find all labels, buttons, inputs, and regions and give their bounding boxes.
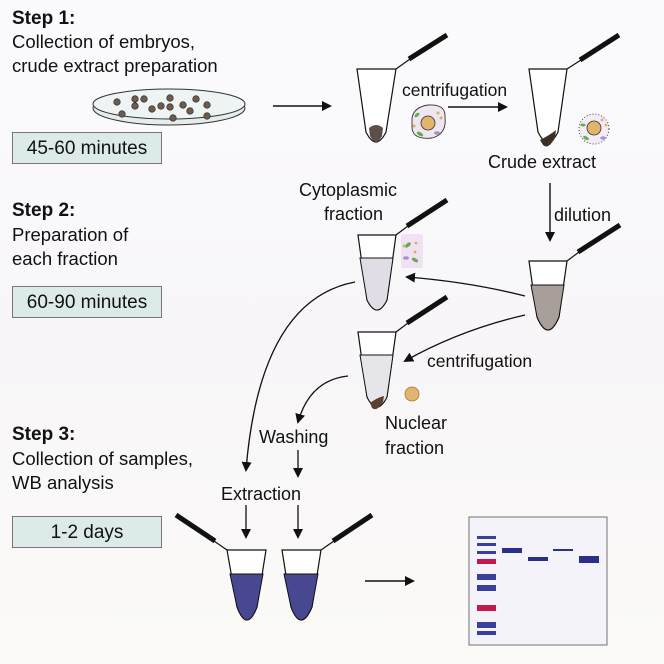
arrow-nuclear-to-washing: [295, 375, 349, 424]
cytoplasmic-fraction-label-line1: Cytoplasmic: [299, 180, 398, 200]
step2-title: Step 2:: [12, 200, 76, 221]
washing-label: Washing: [259, 427, 329, 447]
ladder-band: [477, 543, 496, 546]
sample-band-3: [553, 549, 573, 551]
step2-desc-line2: each fraction: [12, 248, 118, 269]
crude-extract-label: Crude extract: [488, 152, 597, 172]
ladder-band: [477, 536, 496, 539]
tube-crude-extract-icon: [528, 32, 621, 147]
cytoplasm-organelles-icon: [401, 234, 423, 268]
ladder-lane: [477, 536, 496, 635]
tube-embryos-icon: [356, 32, 449, 143]
cytoplasmic-fraction-label-line2: fraction: [324, 204, 384, 224]
arrow-cytoplasmic-to-extraction: [241, 281, 356, 472]
sample-band-2: [528, 557, 548, 561]
step1-desc-line1: Collection of embryos,: [12, 31, 196, 52]
intact-cell-icon: [411, 104, 446, 139]
step3-desc-line2: WB analysis: [12, 472, 114, 493]
sample-band-4: [579, 556, 599, 563]
arrow-centrifugation-2: [403, 314, 526, 362]
arrow-to-cytoplasmic: [405, 272, 526, 297]
nucleus-icon: [404, 386, 420, 402]
sample-tube-cytoplasmic-icon: [174, 512, 267, 621]
ladder-band: [477, 574, 496, 580]
centrifugation-label-1: centrifugation: [402, 80, 508, 100]
petri-dish-icon: [92, 88, 246, 126]
step1-duration-box: 45-60 minutes: [12, 132, 162, 164]
lysed-cell-icon: [578, 113, 610, 145]
tube-diluted-extract-icon: [528, 222, 622, 331]
extraction-label: Extraction: [221, 484, 302, 504]
ladder-band: [477, 559, 496, 564]
sample-band-1: [502, 548, 522, 553]
ladder-band: [477, 551, 496, 554]
centrifugation-label-2: centrifugation: [427, 351, 533, 371]
step3-title: Step 3:: [12, 424, 76, 445]
nuclear-fraction-label-line2: fraction: [385, 438, 445, 458]
nuclear-fraction-label-line1: Nuclear: [385, 413, 448, 433]
ladder-band: [477, 605, 496, 611]
step1-title: Step 1:: [12, 8, 76, 29]
embryos: [113, 94, 211, 122]
sample-tube-nuclear-icon: [281, 512, 374, 621]
step1-desc-line2: crude extract preparation: [12, 55, 218, 76]
ladder-band: [477, 622, 496, 628]
dilution-label: dilution: [554, 205, 612, 225]
tube-cytoplasmic-fraction-icon: [357, 197, 449, 311]
tube-nuclear-fraction-icon: [357, 294, 449, 410]
ladder-band: [477, 585, 496, 591]
ladder-band: [477, 631, 496, 635]
western-blot-membrane: [468, 516, 608, 646]
step2-desc-line1: Preparation of: [12, 224, 129, 245]
step3-desc-line1: Collection of samples,: [12, 448, 193, 469]
step2-duration-box: 60-90 minutes: [12, 286, 162, 318]
step3-duration-box: 1-2 days: [12, 516, 162, 548]
